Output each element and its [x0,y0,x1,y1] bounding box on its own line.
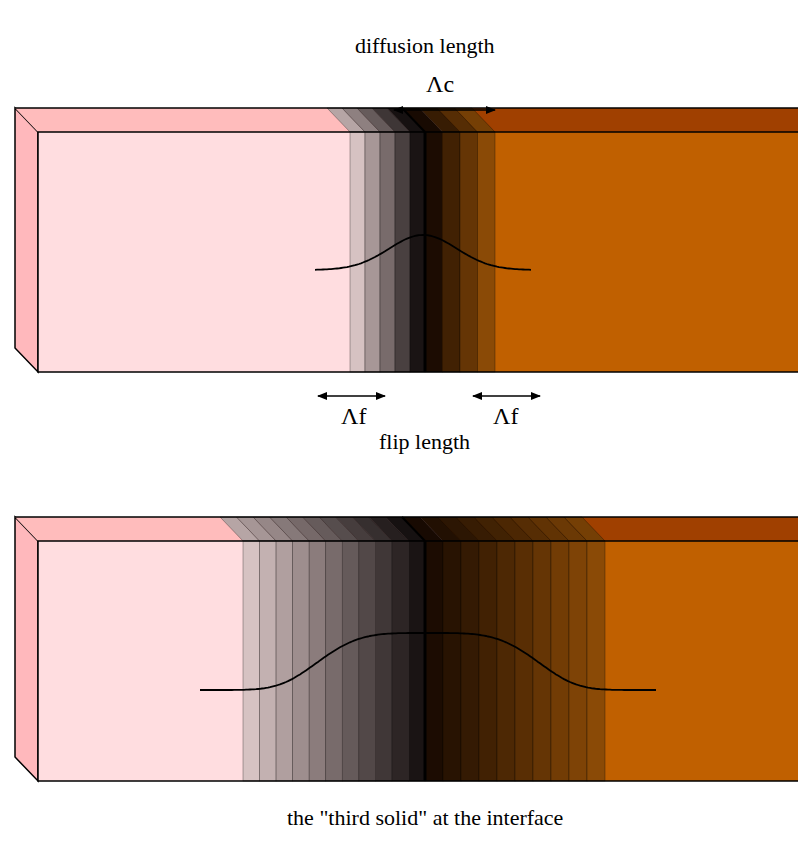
length-name: flip length [379,431,470,453]
interface-line [424,132,427,372]
interface-band [461,541,479,781]
interface-line [402,517,425,541]
interface-band [425,541,443,781]
interface-line [424,541,427,781]
interface-band [443,541,461,781]
interface-band [408,541,425,781]
slab-top [15,108,448,132]
slab-front [38,132,425,372]
interface-band [342,541,359,781]
slab-edge [15,107,798,109]
interface-band [479,541,497,781]
distribution-curve [200,633,656,690]
interface-band [478,132,496,372]
interface-band [359,541,376,781]
interface-band [564,517,605,541]
interface-band [395,132,410,372]
interface-band [243,541,260,781]
slab-edge [15,516,798,518]
length-name: diffusion length [355,35,495,57]
length-arrow [394,109,495,111]
length-symbol: Λf [493,404,518,428]
length-symbol: Λf [341,404,366,428]
length-arrow [318,395,385,397]
slab-side [15,108,38,372]
slab-top [425,517,798,541]
slab-edge [38,541,798,781]
interface-band [276,541,293,781]
slab-front [425,541,798,781]
interface-band [497,541,515,781]
interface-band [260,541,277,781]
interface-band [309,541,326,781]
length-arrow [473,395,540,397]
interface-line [402,108,425,132]
interface-band [569,541,587,781]
slab-front [38,541,425,781]
distribution-curve [315,235,531,270]
interface-band [515,541,533,781]
slab-side [15,517,38,781]
interface-band [587,541,605,781]
length-symbol: Λc [426,72,454,96]
interface-band [551,541,569,781]
slab-top [15,517,448,541]
interface-band [392,541,409,781]
interface-band [425,132,443,372]
slab-top [425,108,798,132]
interface-band [365,132,380,372]
interface-band [443,132,461,372]
interface-band [455,108,496,132]
interface-band [410,132,425,372]
interface-band [350,132,365,372]
figure-caption: the "third solid" at the interface [287,807,563,829]
slab-edge [38,132,798,372]
interface-band [326,541,343,781]
interface-band [375,541,392,781]
slab-front [425,132,798,372]
interface-band [293,541,310,781]
